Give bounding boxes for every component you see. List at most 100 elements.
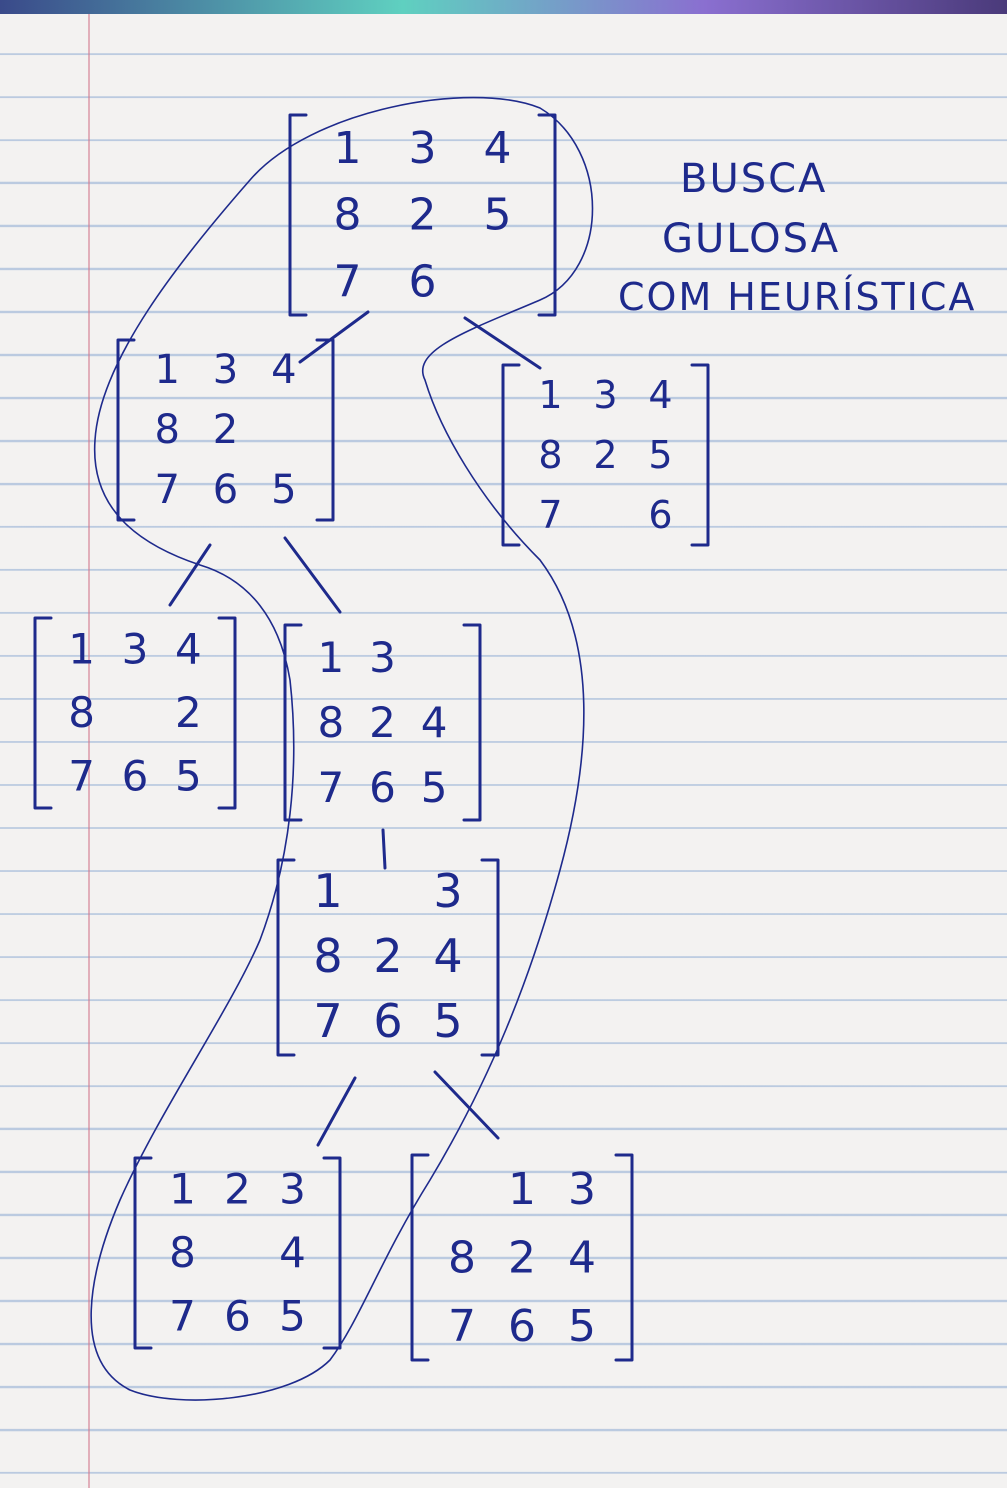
cell-r0-c2: 3	[279, 1165, 306, 1214]
cell-r1-c0: 8	[154, 407, 179, 453]
cell-r2-c2: 5	[271, 467, 296, 513]
left-bracket	[501, 363, 521, 547]
edge-n1-n4	[283, 536, 342, 614]
cell-r1-c1: 2	[213, 407, 238, 453]
cell-r0-c0: 1	[154, 347, 179, 393]
cell-r2-c0: 7	[317, 763, 344, 812]
cell-r0-c1: 3	[122, 625, 149, 674]
cell-r2-c2: 5	[433, 994, 462, 1048]
cell-r1-c2: 4	[568, 1233, 596, 1284]
cell-r2-c0: 7	[538, 493, 562, 537]
left-bracket	[276, 858, 296, 1057]
cell-r1-c0: 8	[313, 929, 342, 983]
left-bracket	[133, 1156, 153, 1350]
edge-n5-n7	[433, 1070, 500, 1140]
chosen-path-outline	[90, 96, 594, 1401]
cell-r0-c0: 1	[334, 123, 362, 174]
left-bracket	[283, 623, 303, 822]
cell-r2-c1: 6	[369, 763, 396, 812]
right-bracket	[480, 858, 500, 1057]
cell-r1-c2: 5	[484, 190, 512, 241]
cell-r1-c0: 8	[169, 1228, 196, 1277]
cell-r1-c0: 8	[448, 1233, 476, 1284]
cell-r2-c2: 5	[421, 763, 448, 812]
cell-r1-c1: 2	[369, 698, 396, 747]
cell-r0-c1: 1	[508, 1164, 536, 1215]
cell-r1-c1: 2	[409, 190, 437, 241]
cell-r1-c0: 8	[334, 190, 362, 241]
cell-r1-c1: 2	[373, 929, 402, 983]
cell-r2-c1: 6	[373, 994, 402, 1048]
cell-r0-c1: 3	[593, 373, 617, 417]
cell-r0-c0: 1	[313, 864, 342, 918]
cell-r1-c2: 5	[648, 433, 672, 477]
title-line-1: BUSCA	[680, 156, 827, 202]
cell-r0-c2: 3	[433, 864, 462, 918]
cell-r1-c2: 4	[421, 698, 448, 747]
cell-r1-c2: 4	[433, 929, 462, 983]
cell-r0-c2: 4	[175, 625, 202, 674]
right-bracket	[322, 1156, 342, 1350]
cell-r0-c2: 4	[271, 347, 296, 393]
cell-r1-c2: 2	[175, 688, 202, 737]
cell-r2-c0: 7	[68, 751, 95, 800]
cell-r2-c1: 6	[122, 751, 149, 800]
right-bracket	[690, 363, 710, 547]
cell-r1-c0: 8	[538, 433, 562, 477]
cell-r2-c0: 7	[154, 467, 179, 513]
left-bracket	[288, 113, 308, 317]
cell-r2-c1: 6	[213, 467, 238, 513]
cell-r0-c2: 4	[484, 123, 512, 174]
cell-r1-c1: 2	[508, 1233, 536, 1284]
cell-r2-c0: 7	[334, 256, 362, 307]
cell-r0-c0: 1	[68, 625, 95, 674]
cell-r0-c1: 3	[409, 123, 437, 174]
title-line-2: GULOSA	[662, 216, 840, 262]
cell-r2-c0: 7	[448, 1301, 476, 1352]
cell-r0-c0: 1	[317, 633, 344, 682]
edge-root-n1	[298, 310, 370, 364]
cell-r0-c1: 3	[213, 347, 238, 393]
cell-r2-c1: 6	[508, 1301, 536, 1352]
cell-r0-c1: 2	[224, 1165, 251, 1214]
cell-r2-c1: 6	[409, 256, 437, 307]
right-bracket	[537, 113, 557, 317]
edge-n1-n3	[168, 543, 212, 607]
cell-r2-c2: 5	[175, 751, 202, 800]
right-bracket	[614, 1153, 634, 1362]
cell-r2-c2: 5	[568, 1301, 596, 1352]
cell-r1-c0: 8	[317, 698, 344, 747]
cell-r2-c2: 5	[279, 1291, 306, 1340]
cell-r1-c2: 4	[279, 1228, 306, 1277]
cell-r0-c0: 1	[169, 1165, 196, 1214]
right-bracket	[315, 338, 335, 522]
cell-r0-c2: 4	[648, 373, 672, 417]
cell-r2-c0: 7	[313, 994, 342, 1048]
left-bracket	[410, 1153, 430, 1362]
cell-r1-c1: 2	[593, 433, 617, 477]
right-bracket	[462, 623, 482, 822]
left-bracket	[116, 338, 136, 522]
cell-r2-c1: 6	[224, 1291, 251, 1340]
cell-r1-c0: 8	[68, 688, 95, 737]
edge-n5-n6	[316, 1076, 357, 1147]
cell-r2-c0: 7	[169, 1291, 196, 1340]
cell-r0-c1: 3	[369, 633, 396, 682]
cell-r0-c0: 1	[538, 373, 562, 417]
right-bracket	[217, 616, 237, 810]
title-line-3: COM HEURÍSTICA	[618, 275, 976, 319]
cell-r0-c2: 3	[568, 1164, 596, 1215]
top-edge-glow	[0, 0, 1007, 14]
cell-r2-c2: 6	[648, 493, 672, 537]
